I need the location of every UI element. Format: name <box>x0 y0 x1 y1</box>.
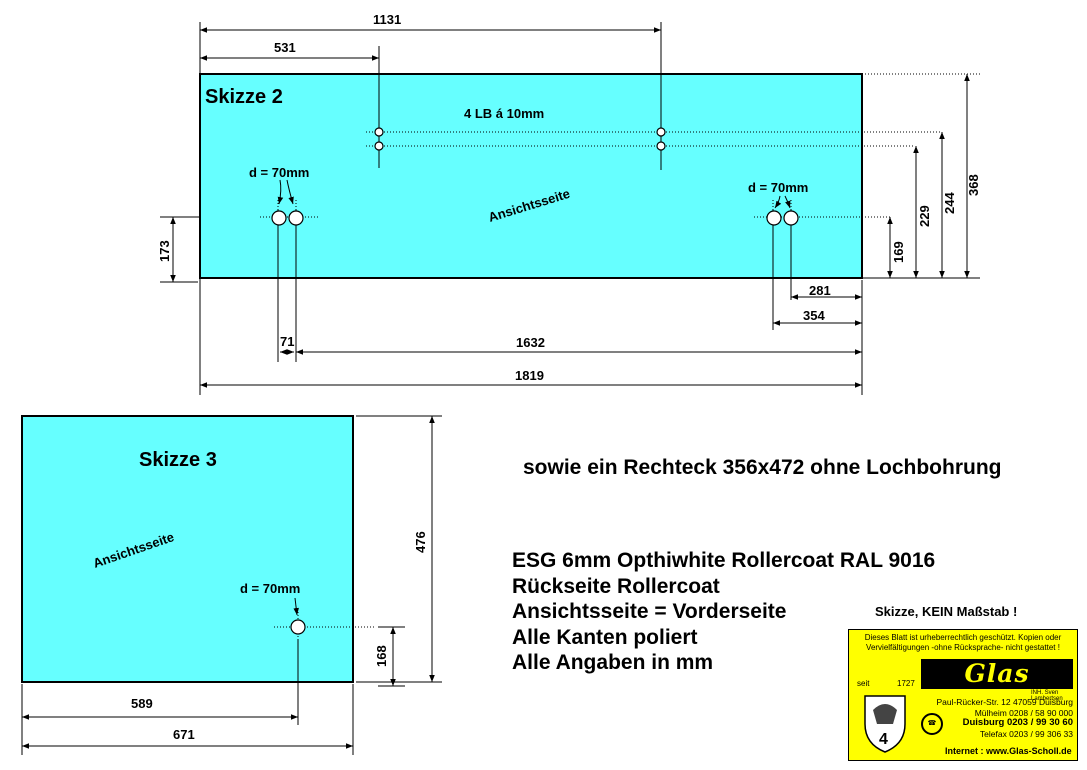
crest-icon: 4 <box>864 695 906 753</box>
extra-rectangle-note: sowie ein Rechteck 356x472 ohne Lochbohr… <box>523 456 1002 479</box>
dim-244: 244 <box>942 192 957 214</box>
large-hole-icon <box>271 210 287 226</box>
sketch2: Skizze 2 4 LB á 10mm d = 70mm d = 70mm A… <box>157 12 981 395</box>
fax-number: Telefax 0203 / 99 306 33 <box>979 728 1073 739</box>
small-hole-icon <box>374 127 384 137</box>
dim-1632: 1632 <box>516 335 545 350</box>
sketch3-extension-lines <box>21 415 442 755</box>
label-arrow-icon <box>293 597 299 616</box>
hole-diameter-label: d = 70mm <box>249 165 309 180</box>
scale-note: Skizze, KEIN Maßstab ! <box>875 604 1018 619</box>
sketch2-dimension-lines <box>170 27 970 388</box>
website-link[interactable]: Internet : www.Glas-Scholl.de <box>945 746 1072 756</box>
small-hole-icon <box>656 127 666 137</box>
company-stamp: Dieses Blatt ist urheberrechtlich geschü… <box>848 629 1078 761</box>
hole-diameter-label: d = 70mm <box>748 180 808 195</box>
phone-muelheim: Mülheim 0208 / 58 90 000 <box>974 707 1073 718</box>
dim-168: 168 <box>374 645 389 667</box>
dim-589: 589 <box>131 696 153 711</box>
large-hole-icon <box>783 210 799 226</box>
label-arrow-icon <box>774 195 782 209</box>
sketch2-glass-panel <box>199 73 863 279</box>
spec-note: Alle Angaben in mm <box>512 651 714 674</box>
spec-note: Alle Kanten poliert <box>512 625 698 649</box>
large-hole-icon <box>766 210 782 226</box>
sketch3: Skizze 3 Ansichtsseite d = 70mm 476 168 … <box>21 415 442 755</box>
company-address: Paul-Rücker-Str. 12 47059 Duisburg Mülhe… <box>919 697 1073 739</box>
svg-text:4: 4 <box>879 731 888 748</box>
dim-169: 169 <box>891 241 906 263</box>
street-address: Paul-Rücker-Str. 12 47059 Duisburg <box>936 697 1073 707</box>
small-hole-icon <box>374 141 384 151</box>
company-owner: INH. Sven Lambertsen <box>1031 690 1063 702</box>
sketch3-title: Skizze 3 <box>139 449 217 471</box>
spec-notes: ESG 6mm Opthiwhite Rollercoat RAL 9016 R… <box>512 548 935 676</box>
dim-671: 671 <box>173 727 195 742</box>
label-arrow-icon <box>277 179 284 205</box>
dim-71: 71 <box>280 334 294 349</box>
dim-281: 281 <box>809 283 831 298</box>
dim-229: 229 <box>917 205 932 227</box>
dim-354: 354 <box>803 308 825 323</box>
sketch3-glass-panel <box>21 415 354 683</box>
dim-1819: 1819 <box>515 368 544 383</box>
sketch2-title: Skizze 2 <box>205 86 283 108</box>
since-label: seit <box>857 679 870 688</box>
holes-note: 4 LB á 10mm <box>464 106 544 121</box>
label-arrow-icon <box>286 179 294 205</box>
sketch3-dimension-lines <box>22 416 435 749</box>
large-hole-icon <box>288 210 304 226</box>
dim-368: 368 <box>966 174 981 196</box>
label-arrow-icon <box>784 195 791 209</box>
dim-476: 476 <box>413 531 428 553</box>
dim-1131: 1131 <box>373 12 401 27</box>
spec-note: Ansichtsseite = Vorderseite <box>512 600 787 623</box>
small-hole-icon <box>656 141 666 151</box>
copyright-notice: Dieses Blatt ist urheberrechtlich geschü… <box>864 633 1062 652</box>
hole-diameter-label: d = 70mm <box>240 581 300 596</box>
dim-531: 531 <box>274 40 296 55</box>
since-year: 1727 <box>897 679 915 688</box>
phone-icon: ☎ <box>921 713 943 735</box>
company-logo-text: Glas Scholl <box>921 659 1073 718</box>
dim-173: 173 <box>157 240 172 262</box>
large-hole-icon <box>290 619 306 635</box>
spec-note: ESG 6mm Opthiwhite Rollercoat RAL 9016 <box>512 549 936 572</box>
spec-note: Rückseite Rollercoat <box>512 574 720 598</box>
phone-duisburg: Duisburg 0203 / 99 30 60 <box>962 717 1073 728</box>
